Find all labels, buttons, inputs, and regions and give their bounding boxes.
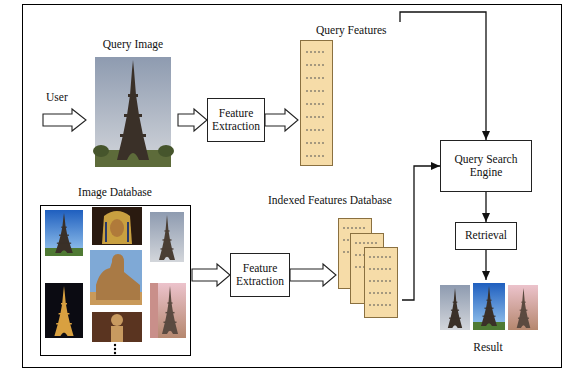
process-box: Query Search Engine: [440, 140, 532, 192]
result-images: [440, 283, 538, 330]
heading-label: Query Image: [103, 38, 163, 51]
block-arrow: [192, 264, 230, 286]
heading-label: Query Features: [316, 24, 387, 37]
image-group: Query Features: [298, 22, 408, 167]
image-database: [41, 206, 191, 356]
query-photo: [93, 57, 174, 167]
flow-arrow: [400, 12, 486, 140]
image-group: Query Image: [88, 35, 178, 170]
process-box: Feature Extraction: [207, 98, 265, 142]
image-group: Image Database: [38, 183, 192, 359]
flow-arrow: [485, 250, 486, 280]
block-arrow: [290, 264, 336, 286]
process-box: Retrieval: [455, 222, 517, 250]
image-group: Result: [438, 280, 538, 360]
heading-label: Indexed Features Database: [268, 194, 392, 207]
frame: [23, 5, 562, 368]
box-label: Retrieval: [465, 229, 507, 242]
block-arrow: [178, 109, 207, 131]
flow-arrow: [485, 192, 486, 222]
box-label: Query Search Engine: [444, 153, 528, 179]
heading-label: Image Database: [78, 186, 152, 199]
flow-arrow: [402, 166, 440, 300]
feature-vector: [301, 41, 333, 166]
user-arrow: [43, 109, 86, 131]
free-label: User: [46, 91, 68, 103]
box-label: Feature Extraction: [234, 262, 286, 288]
process-box: Feature Extraction: [230, 253, 290, 297]
box-label: Feature Extraction: [211, 107, 261, 133]
heading-label: Result: [473, 341, 502, 354]
block-arrow: [265, 109, 298, 131]
image-group: Indexed Features Database: [336, 190, 402, 318]
feature-stack: [339, 219, 398, 318]
